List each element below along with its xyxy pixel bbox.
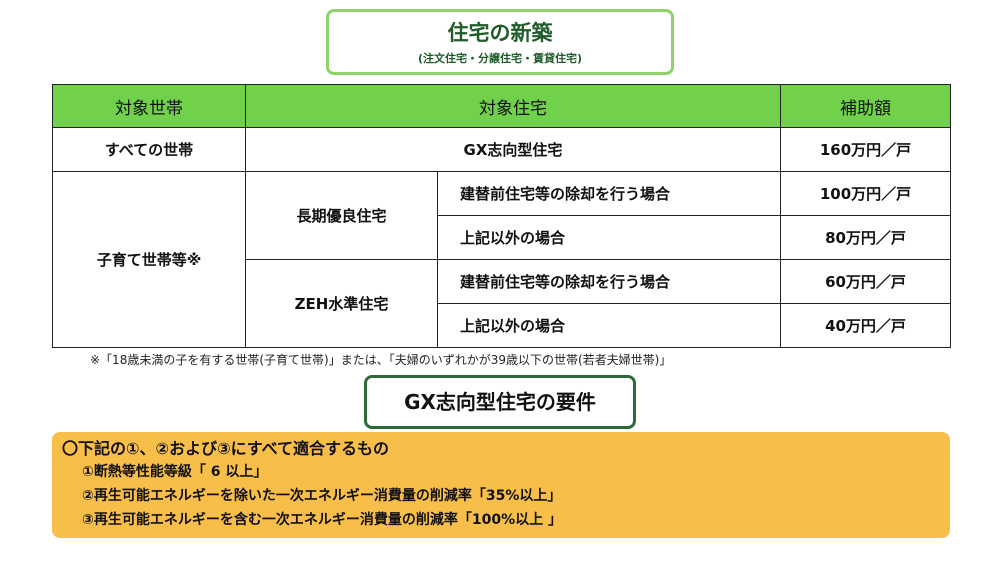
cell-amount: 60万円／戸 [780, 259, 951, 304]
cell-condition: 上記以外の場合 [437, 303, 781, 348]
header-housing: 対象住宅 [245, 84, 781, 128]
cell-housing-type: 長期優良住宅 [245, 171, 438, 260]
cell-household-child: 子育て世帯等※ [52, 171, 246, 348]
section-title-box: 住宅の新築 (注文住宅・分譲住宅・賃貸住宅) [326, 9, 674, 75]
cell-amount: 100万円／戸 [780, 171, 951, 216]
cell-condition: 建替前住宅等の除却を行う場合 [437, 259, 781, 304]
subsidy-table: 対象世帯 対象住宅 補助額 すべての世帯 GX志向型住宅 160万円／戸 子育て… [52, 84, 951, 348]
requirement-item: ①断熱等性能等級「 6 以上」 [82, 464, 268, 480]
cell-amount: 80万円／戸 [780, 215, 951, 260]
table-row: 上記以外の場合 80万円／戸 [53, 215, 951, 260]
table-row: 子育て世帯等※ 長期優良住宅 建替前住宅等の除却を行う場合 100万円／戸 [52, 171, 951, 348]
cell-amount: 40万円／戸 [780, 303, 951, 348]
cell-housing-gx: GX志向型住宅 [245, 127, 781, 172]
footnote: ※「18歳未満の子を有する世帯(子育て世帯)」または、「夫婦のいずれかが39歳以… [90, 353, 672, 367]
cell-household-all: すべての世帯 [52, 127, 246, 172]
page-title: 住宅の新築 [447, 21, 553, 45]
cell-housing-type: ZEH水準住宅 [245, 259, 438, 348]
cell-condition: 上記以外の場合 [437, 215, 781, 260]
cell-condition: 建替前住宅等の除却を行う場合 [437, 171, 781, 216]
requirements-heading: 〇下記の①、②および③にすべて適合するもの [62, 439, 390, 458]
requirements-box: 〇下記の①、②および③にすべて適合するもの ①断熱等性能等級「 6 以上」 ②再… [52, 432, 950, 538]
header-amount: 補助額 [780, 84, 951, 128]
table-row: 上記以外の場合 40万円／戸 [53, 303, 951, 348]
table-row: すべての世帯 GX志向型住宅 160万円／戸 [52, 127, 951, 172]
header-household: 対象世帯 [52, 84, 246, 128]
cell-amount: 160万円／戸 [780, 127, 951, 172]
requirements-title: GX志向型住宅の要件 [364, 375, 636, 429]
table-header-row: 対象世帯 対象住宅 補助額 [52, 84, 951, 128]
requirement-item: ②再生可能エネルギーを除いた一次エネルギー消費量の削減率「35%以上」 [82, 488, 562, 504]
requirement-item: ③再生可能エネルギーを含む一次エネルギー消費量の削減率「100%以上 」 [82, 512, 562, 528]
page-subtitle: (注文住宅・分譲住宅・賃貸住宅) [417, 52, 583, 65]
